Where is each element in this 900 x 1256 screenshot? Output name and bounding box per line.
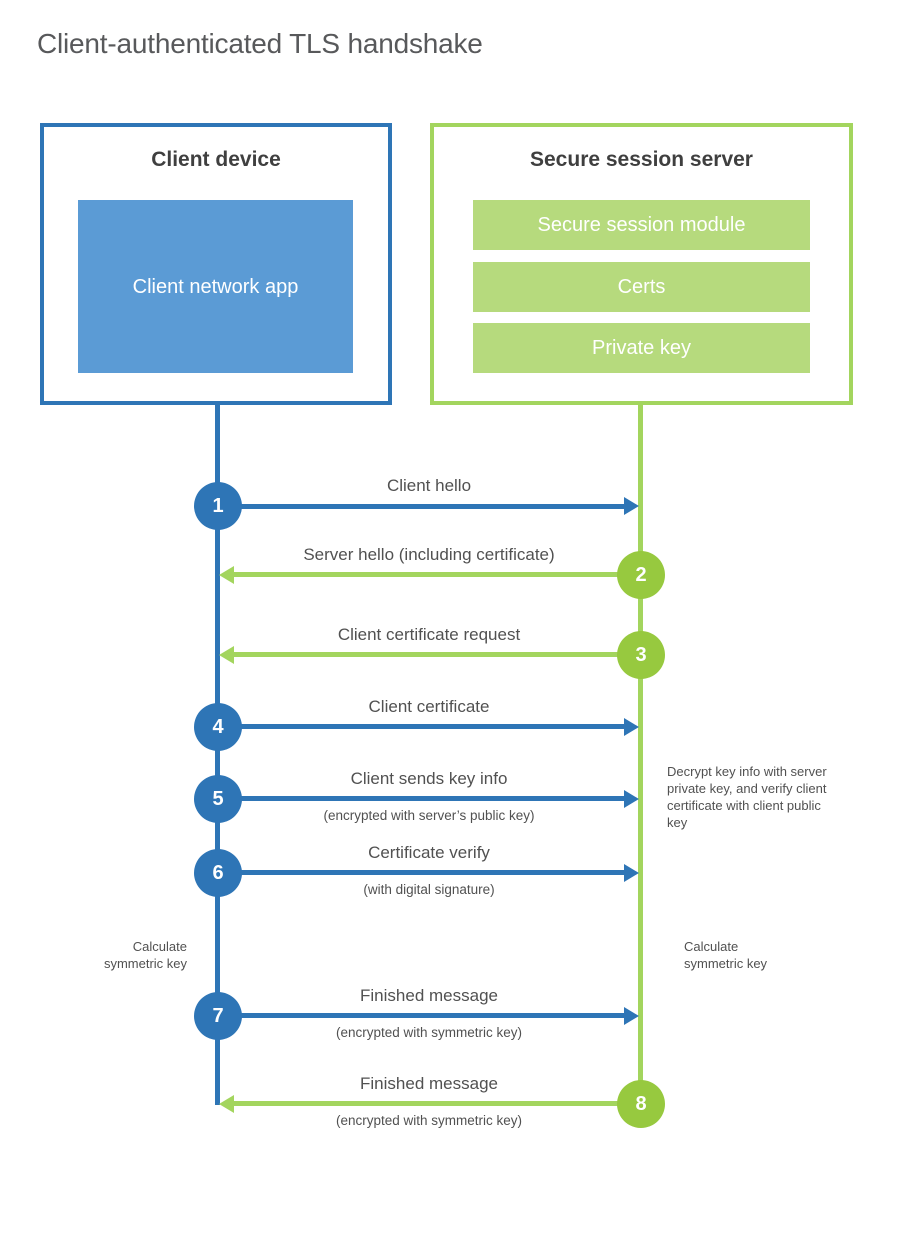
secure-session-server-title: Secure session server — [530, 148, 753, 171]
arrow-line-step-8 — [234, 1101, 641, 1106]
message-sublabel-step-6: (with digital signature) — [363, 882, 495, 897]
step-number: 3 — [635, 643, 647, 666]
arrowhead-left-icon — [219, 566, 234, 584]
step-circle-3: 3 — [617, 631, 665, 679]
arrow-line-step-2 — [234, 572, 641, 577]
arrow-line-step-1 — [218, 504, 625, 509]
client-device-title: Client device — [151, 148, 281, 171]
arrowhead-left-icon — [219, 646, 234, 664]
arrow-line-step-5 — [218, 796, 625, 801]
server-lifeline — [638, 403, 643, 1106]
decrypt-key-note: Decrypt key info with server private key… — [667, 764, 827, 830]
step-circle-7: 7 — [194, 992, 242, 1040]
client-lifeline — [215, 403, 220, 1105]
calculate-symmetric-key-note-client: Calculate symmetric key — [103, 939, 187, 971]
arrowhead-right-icon — [624, 864, 639, 882]
message-sublabel-step-5: (encrypted with server’s public key) — [323, 808, 535, 823]
arrow-line-step-4 — [218, 724, 625, 729]
step-number: 2 — [635, 563, 647, 586]
server-module-label: Certs — [617, 275, 666, 298]
server-module-private-key: Private key — [473, 323, 810, 373]
arrow-line-step-3 — [234, 652, 641, 657]
step-number: 6 — [212, 861, 224, 884]
arrow-line-step-7 — [218, 1013, 625, 1018]
message-label-step-4: Client certificate — [368, 697, 490, 716]
server-module-certs: Certs — [473, 262, 810, 312]
step-circle-6: 6 — [194, 849, 242, 897]
message-label-step-1: Client hello — [386, 476, 472, 495]
step-circle-2: 2 — [617, 551, 665, 599]
message-sublabel-step-7: (encrypted with symmetric key) — [335, 1025, 523, 1040]
message-sublabel-step-8: (encrypted with symmetric key) — [335, 1113, 523, 1128]
step-number: 1 — [212, 494, 224, 517]
arrowhead-right-icon — [624, 497, 639, 515]
message-label-step-7: Finished message — [360, 986, 498, 1005]
step-circle-4: 4 — [194, 703, 242, 751]
step-number: 4 — [212, 715, 224, 738]
calculate-symmetric-key-note-server: Calculate symmetric key — [684, 939, 768, 971]
arrowhead-right-icon — [624, 718, 639, 736]
server-module-label: Secure session module — [537, 213, 746, 236]
arrowhead-right-icon — [624, 790, 639, 808]
client-network-app-box: Client network app — [78, 200, 353, 373]
message-label-step-3: Client certificate request — [337, 625, 521, 644]
server-module-secure-session: Secure session module — [473, 200, 810, 250]
arrowhead-left-icon — [219, 1095, 234, 1113]
message-label-step-2: Server hello (including certificate) — [303, 545, 555, 564]
step-number: 7 — [212, 1004, 224, 1027]
step-number: 8 — [635, 1092, 647, 1115]
step-circle-1: 1 — [194, 482, 242, 530]
message-label-step-8: Finished message — [360, 1074, 498, 1093]
step-number: 5 — [212, 787, 224, 810]
client-network-app-label: Client network app — [132, 275, 299, 298]
page-title: Client-authenticated TLS handshake — [37, 28, 483, 59]
server-module-label: Private key — [592, 336, 691, 359]
step-circle-8: 8 — [617, 1080, 665, 1128]
arrow-line-step-6 — [218, 870, 625, 875]
arrowhead-right-icon — [624, 1007, 639, 1025]
step-circle-5: 5 — [194, 775, 242, 823]
message-label-step-5: Client sends key info — [350, 769, 508, 788]
message-label-step-6: Certificate verify — [368, 843, 490, 862]
